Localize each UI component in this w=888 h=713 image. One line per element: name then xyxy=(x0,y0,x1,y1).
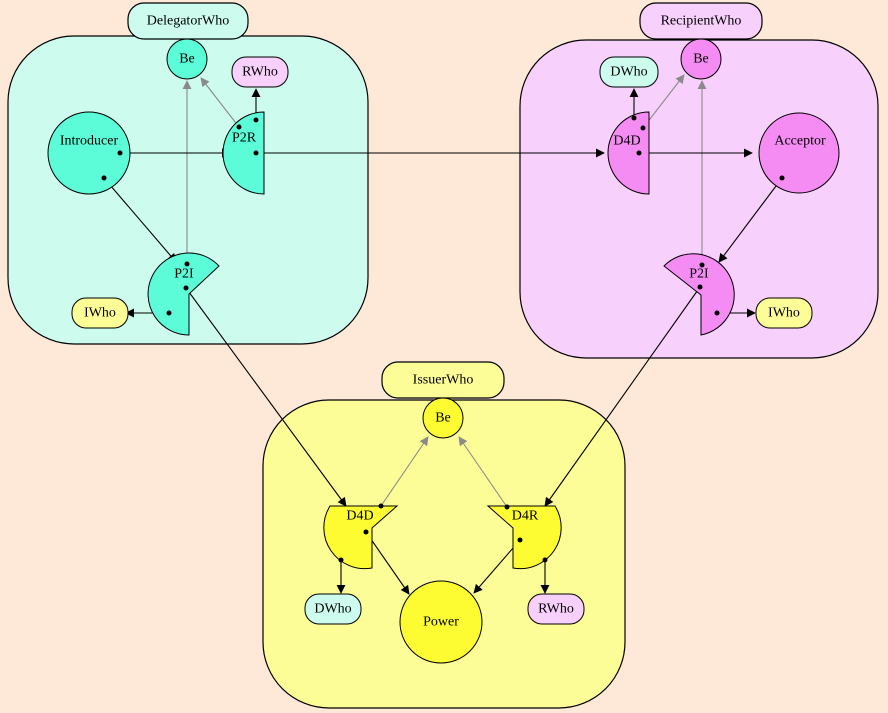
power-node[interactable]: Power xyxy=(399,580,483,664)
delegator-p2i-node[interactable]: P2I xyxy=(147,252,220,336)
delegator-p2i-label: P2I xyxy=(174,267,194,282)
edge-endpoint-dots xyxy=(101,115,785,563)
acceptor-shape xyxy=(758,112,840,194)
recipient-who-region xyxy=(519,39,879,359)
dot-issuer-d4d-gray xyxy=(378,503,384,509)
p2r-label: P2R xyxy=(232,131,257,146)
delegator-rwho-label: RWho xyxy=(242,65,278,80)
issuer-d4d-node[interactable]: D4D xyxy=(323,505,399,570)
recipient-p2i-label: P2I xyxy=(689,267,709,282)
recipient-who-label: RecipientWho xyxy=(661,14,742,29)
recipient-iwho-label: IWho xyxy=(768,306,800,321)
issuer-d4r-node[interactable]: D4R xyxy=(486,505,562,570)
edges xyxy=(103,74,783,595)
acceptor-label: Acceptor xyxy=(774,134,826,149)
dot-issuer-d4r-right xyxy=(542,557,548,563)
edge-acceptor-to-recipient-p2i xyxy=(718,177,783,263)
delegator-be-label: Be xyxy=(179,52,195,67)
dot-issuer-d4d-right xyxy=(363,529,369,535)
acceptor-node[interactable]: Acceptor xyxy=(758,112,840,194)
issuer-be-shape xyxy=(422,397,464,439)
dot-delegator-p2i-left xyxy=(166,310,172,316)
delegator-nodes: Be RWho Introducer P2R P2I IWho xyxy=(47,38,289,336)
dot-introducer-lower xyxy=(101,175,107,181)
issuer-dwho-label: DWho xyxy=(314,602,351,617)
edge-recipient-p2i-to-issuer-d4r xyxy=(544,286,701,507)
delegator-rwho-shape xyxy=(231,56,289,88)
recipient-iwho-node[interactable]: IWho xyxy=(755,297,813,329)
introducer-label: Introducer xyxy=(60,134,119,149)
dot-recipient-p2i-right xyxy=(714,310,720,316)
edge-issuer-d4d-to-be xyxy=(380,436,429,507)
power-shape xyxy=(399,580,483,664)
dot-p2r-gray xyxy=(236,124,242,130)
dot-delegator-p2i-center xyxy=(183,285,189,291)
recipient-iwho-shape xyxy=(755,297,813,329)
issuer-rwho-shape xyxy=(527,593,585,625)
issuer-dwho-shape xyxy=(304,593,362,625)
recipient-dwho-node[interactable]: DWho xyxy=(599,56,659,88)
dot-recipient-d4d-right xyxy=(636,150,642,156)
dot-acceptor-lower xyxy=(779,175,785,181)
dot-p2r-top xyxy=(253,117,259,123)
dot-recipient-d4d-gray xyxy=(640,125,646,131)
dot-delegator-p2i-gray xyxy=(184,261,190,267)
edge-delegator-p2i-to-issuer-d4d xyxy=(185,287,347,507)
issuer-be-node[interactable]: Be xyxy=(422,397,464,439)
dot-issuer-d4d-left xyxy=(338,557,344,563)
issuer-dwho-node[interactable]: DWho xyxy=(304,593,362,625)
issuer-nodes: Be D4D D4R DWho Power RWho xyxy=(304,397,585,664)
delegator-be-node[interactable]: Be xyxy=(166,38,208,80)
delegator-iwho-node[interactable]: IWho xyxy=(71,297,129,329)
edge-p2r-to-be xyxy=(200,77,240,128)
issuer-who-container: IssuerWho xyxy=(262,361,626,709)
recipient-d4d-shape xyxy=(607,111,650,195)
dot-issuer-d4r-gray xyxy=(504,504,510,510)
recipient-d4d-node[interactable]: D4D xyxy=(607,111,650,195)
recipient-be-node[interactable]: Be xyxy=(680,38,722,80)
recipient-be-shape xyxy=(680,38,722,80)
dot-recipient-p2i-center xyxy=(697,284,703,290)
p2r-node[interactable]: P2R xyxy=(222,111,265,195)
delegator-iwho-shape xyxy=(71,297,129,329)
delegator-rwho-node[interactable]: RWho xyxy=(231,56,289,88)
issuer-rwho-label: RWho xyxy=(538,602,574,617)
dot-recipient-d4d-top xyxy=(631,115,637,121)
issuer-d4r-shape xyxy=(486,505,562,570)
delegator-p2i-shape xyxy=(147,252,220,336)
edge-issuer-d4r-to-be xyxy=(458,436,508,508)
edge-recipient-d4d-to-be xyxy=(642,74,685,129)
issuer-d4d-label: D4D xyxy=(346,509,373,524)
issuer-d4d-shape xyxy=(323,505,399,570)
dot-p2r-right xyxy=(253,150,259,156)
delegator-be-shape xyxy=(166,38,208,80)
edge-issuer-d4r-to-power xyxy=(473,539,521,594)
recipient-be-label: Be xyxy=(693,52,709,67)
power-label: Power xyxy=(423,615,459,630)
edge-issuer-d4d-to-power xyxy=(365,531,410,595)
issuer-rwho-node[interactable]: RWho xyxy=(527,593,585,625)
issuer-d4r-label: D4R xyxy=(512,509,539,524)
edge-introducer-to-p2i xyxy=(103,177,177,263)
recipient-dwho-shape xyxy=(599,56,659,88)
recipient-d4d-label: D4D xyxy=(613,134,640,149)
delegator-who-label: DelegatorWho xyxy=(147,14,229,29)
dot-introducer-right xyxy=(117,150,123,156)
recipient-dwho-label: DWho xyxy=(610,65,647,80)
issuer-who-label: IssuerWho xyxy=(413,373,474,388)
recipient-nodes: DWho Be D4D Acceptor P2I IWho xyxy=(599,38,840,336)
dot-recipient-p2i-gray xyxy=(699,262,705,268)
delegator-iwho-label: IWho xyxy=(84,306,116,321)
dot-issuer-d4r-left xyxy=(517,537,523,543)
introducer-node[interactable]: Introducer xyxy=(47,111,131,195)
introducer-shape xyxy=(47,111,131,195)
p2r-shape xyxy=(222,111,265,195)
issuer-be-label: Be xyxy=(435,411,451,426)
